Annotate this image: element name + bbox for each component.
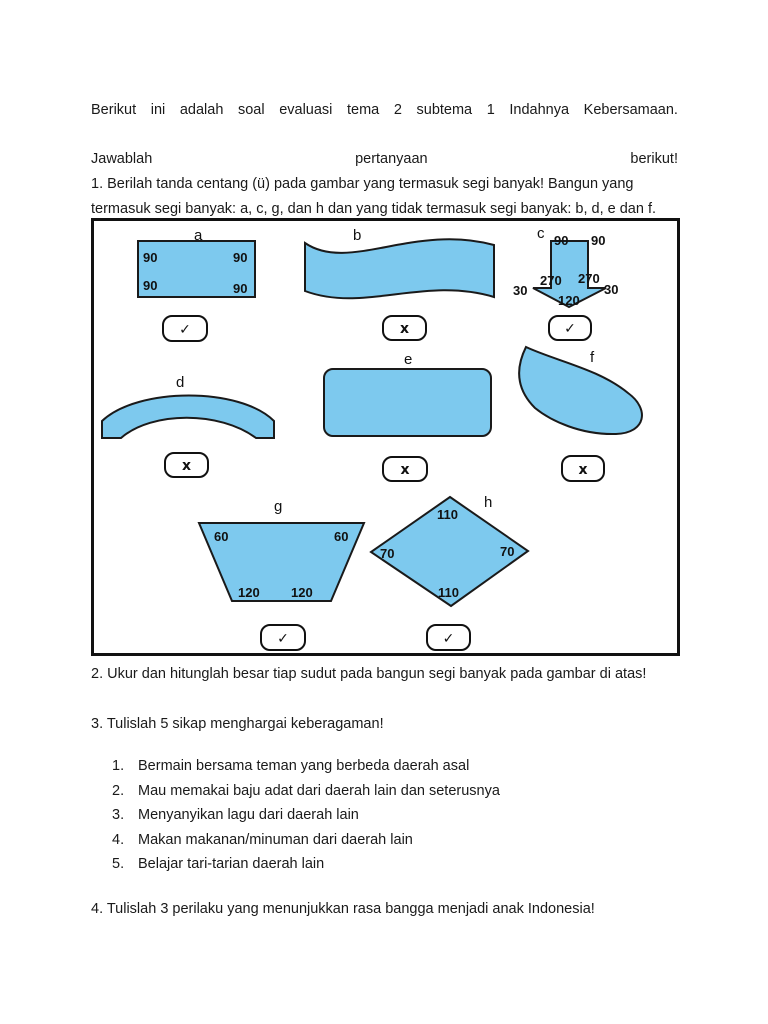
answer-box[interactable] [426, 624, 471, 651]
list-item: 3. Menyanyikan lagu dari daerah lain [112, 806, 500, 831]
shape-a: a 90 90 90 90 ✓ [137, 227, 256, 342]
shape-d: d x [101, 374, 275, 478]
answer-box[interactable] [382, 315, 427, 341]
intro-word: subtema [416, 102, 473, 118]
intro-word: adalah [179, 102, 224, 118]
list-number: 2. [112, 782, 125, 799]
intro-word: 1 [486, 102, 495, 118]
angle-label: 90 [554, 233, 568, 248]
cross-icon: x [400, 321, 409, 337]
question-4: 4. Tulislah 3 perilaku yang menunjukkan … [91, 901, 595, 917]
list-number: 3. [112, 807, 125, 824]
intro-word: Berikut [91, 102, 137, 118]
shape-letter: d [176, 374, 184, 391]
shapes-svg: a 90 90 90 90 ✓ b x c 90 90 270 270 30 3… [101, 225, 643, 651]
answer-box[interactable] [382, 456, 428, 482]
cross-icon: x [578, 462, 587, 478]
instruction-word: pertanyaan [355, 151, 428, 167]
instruction-word: Jawablah [91, 151, 153, 167]
list-text: Mau memakai baju adat dari daerah lain d… [138, 782, 500, 799]
angle-label: 120 [238, 585, 260, 600]
angle-label: 90 [233, 281, 247, 296]
question-2: 2. Ukur dan hitunglah besar tiap sudut p… [91, 666, 647, 682]
list-text: Bermain bersama teman yang berbeda daera… [138, 758, 470, 774]
shape-letter: c [537, 225, 545, 242]
angle-label: 90 [143, 250, 157, 265]
check-icon: ✓ [564, 321, 576, 337]
list-text: Makan makanan/minuman dari daerah lain [138, 831, 413, 848]
angle-label: 120 [558, 293, 580, 308]
shape-b: b x [304, 227, 495, 341]
rhombus-shape [369, 495, 530, 608]
shape-letter: h [484, 494, 492, 511]
list-item: 5. Belajar tari-tarian daerah lain [112, 855, 500, 880]
check-icon: ✓ [179, 322, 191, 338]
list-item: 2. Mau memakai baju adat dari daerah lain… [112, 782, 500, 807]
angle-label: 30 [604, 282, 618, 297]
question-1-line-1: 1. Berilah tanda centang (ü) pada gambar… [91, 176, 634, 192]
angle-label: 70 [500, 544, 514, 559]
angle-label: 110 [437, 507, 458, 522]
shape-letter: b [353, 227, 361, 244]
angle-label: 90 [591, 233, 605, 248]
angle-label: 60 [334, 529, 348, 544]
question-3: 3. Tulislah 5 sikap menghargai keberagam… [91, 716, 384, 732]
blob-shape [518, 345, 643, 436]
angle-label: 90 [143, 278, 157, 293]
angle-label: 70 [380, 546, 394, 561]
angle-label: 30 [513, 283, 527, 298]
answer-box[interactable] [162, 315, 208, 342]
list-number: 1. [112, 758, 125, 774]
angle-label: 110 [438, 585, 459, 600]
shape-letter: g [274, 498, 282, 515]
answer-box[interactable] [548, 315, 592, 341]
angle-label: 270 [578, 271, 600, 286]
shape-g: g 60 60 120 120 ✓ [197, 498, 366, 651]
trapezoid-shape [197, 522, 366, 602]
list-text: Belajar tari-tarian daerah lain [138, 856, 325, 873]
shape-f: f x [518, 345, 643, 482]
instruction-word: berikut! [630, 151, 678, 167]
cross-icon: x [400, 462, 409, 478]
angle-label: 120 [291, 585, 313, 600]
answer-box[interactable] [260, 624, 306, 651]
instruction-line: Jawablah pertanyaan berikut! [91, 150, 678, 168]
intro-word: ini [150, 102, 166, 118]
rectangle-shape [137, 240, 256, 298]
intro-word: Kebersamaan. [583, 102, 678, 118]
list-item: 1. Bermain bersama teman yang berbeda dae… [112, 757, 500, 782]
shape-c: c 90 90 270 270 30 30 120 ✓ [513, 225, 618, 341]
rounded-rectangle-shape [323, 368, 492, 437]
intro-word: Indahnya [509, 102, 570, 118]
angle-label: 270 [540, 273, 562, 288]
check-icon: ✓ [277, 631, 289, 647]
shape-h: h 110 70 70 110 ✓ [369, 494, 530, 651]
intro-word: tema [346, 102, 380, 118]
shape-e: e x [323, 351, 492, 482]
shapes-figure: a 90 90 90 90 ✓ b x c 90 90 270 270 30 3… [91, 218, 680, 656]
check-icon: ✓ [443, 631, 455, 647]
cross-icon: x [182, 458, 191, 474]
list-item: 4. Makan makanan/minuman dari daerah lain [112, 831, 500, 856]
answer-box[interactable] [164, 452, 209, 478]
question-1-line-2: termasuk segi banyak: a, c, g, dan h dan… [91, 201, 657, 217]
wavy-shape [304, 238, 495, 300]
arch-shape [101, 394, 275, 439]
shape-letter: f [590, 349, 595, 366]
angle-label: 90 [233, 250, 247, 265]
answer-box[interactable] [561, 455, 605, 482]
list-number: 4. [112, 831, 125, 848]
shape-letter: a [194, 227, 203, 244]
shape-letter: e [404, 351, 412, 368]
answer-list: 1. Bermain bersama teman yang berbeda dae… [112, 757, 500, 880]
intro-word: soal [237, 102, 265, 118]
angle-label: 60 [214, 529, 228, 544]
list-number: 5. [112, 856, 125, 873]
intro-word: 2 [393, 102, 402, 118]
intro-paragraph: Berikut ini adalah soal evaluasi tema 2 … [91, 101, 678, 119]
intro-word: evaluasi [279, 102, 333, 118]
arrow-shape [532, 240, 607, 309]
list-text: Menyanyikan lagu dari daerah lain [138, 807, 359, 824]
